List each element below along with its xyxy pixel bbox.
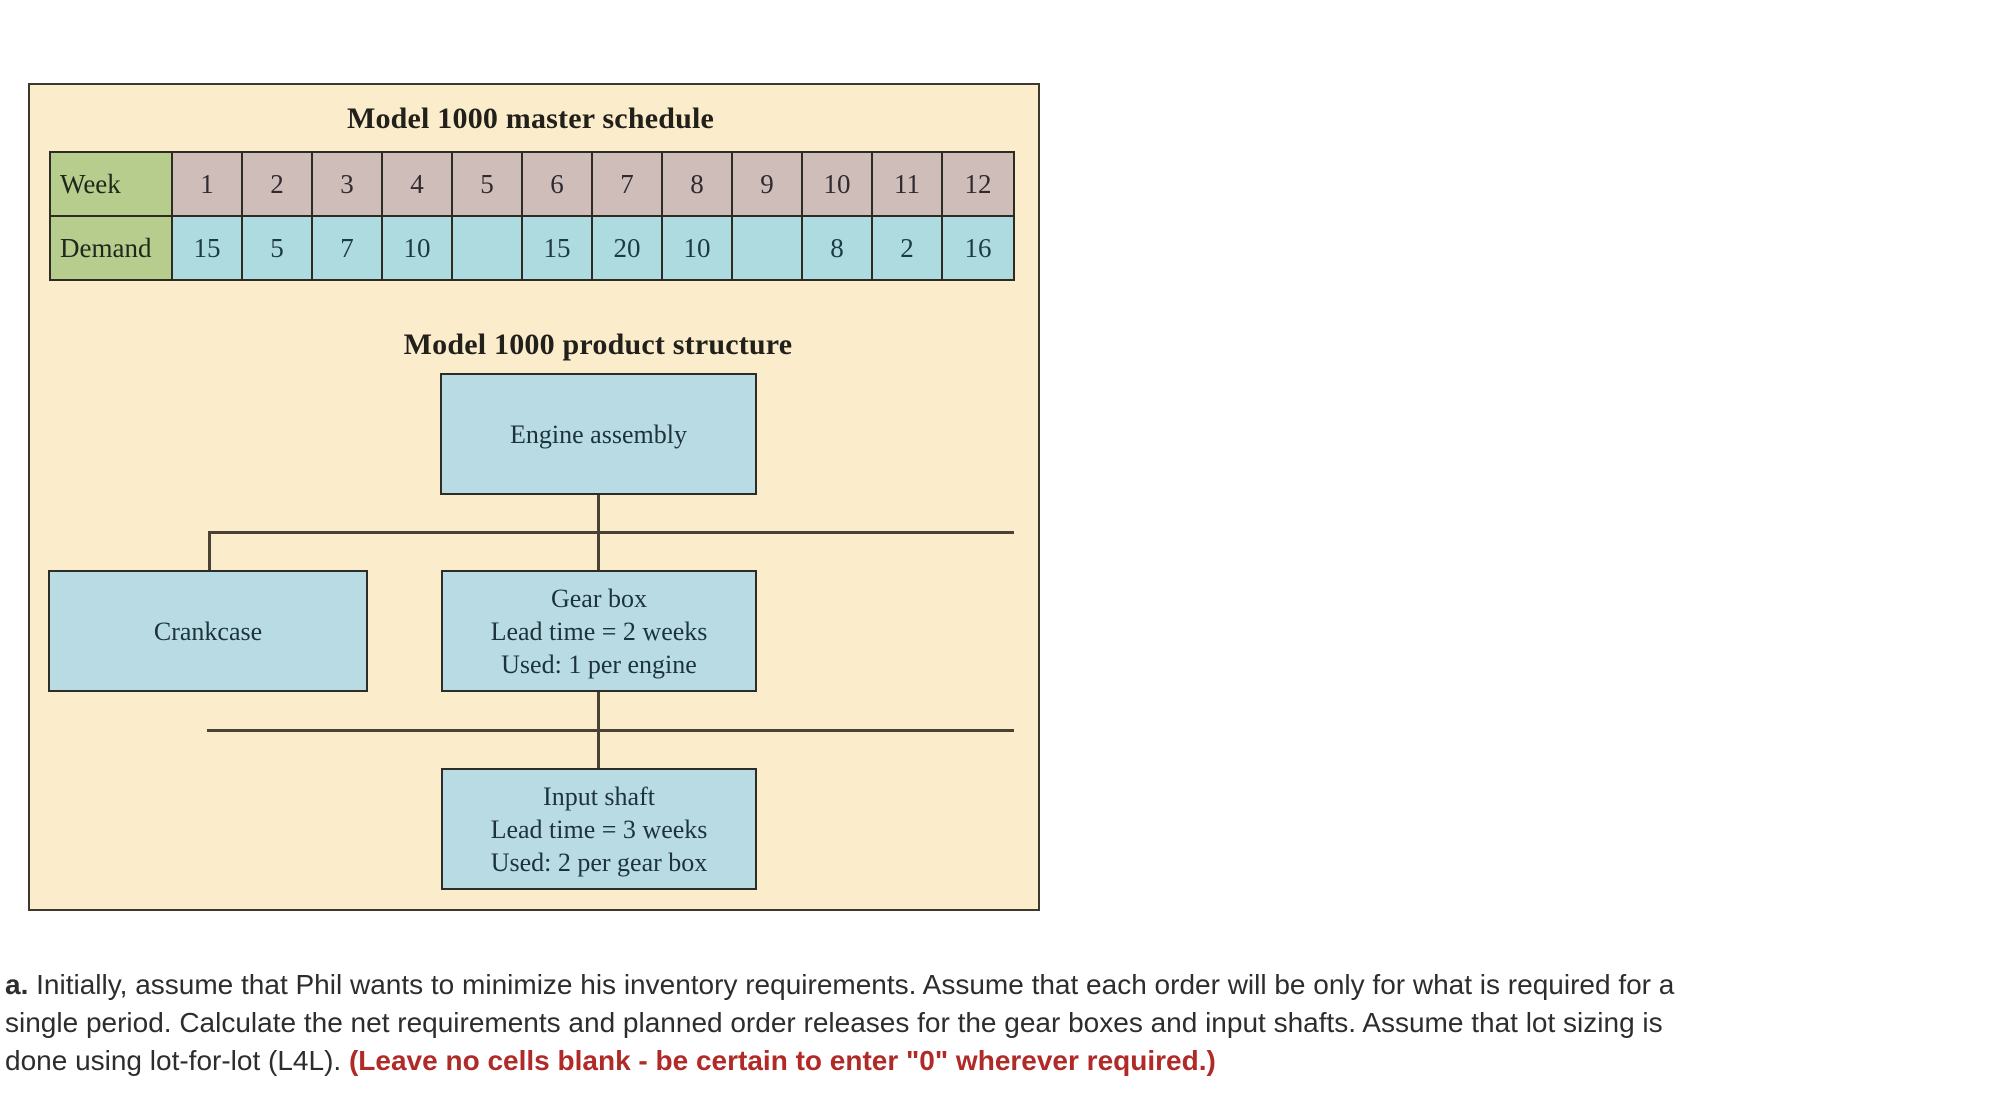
node-input-shaft: Input shaft Lead time = 3 weeks Used: 2 … [441, 768, 757, 890]
week-cell: 12 [943, 153, 1013, 217]
demand-cell: 2 [873, 217, 943, 279]
demand-cell: 8 [803, 217, 873, 279]
node-engine-assembly: Engine assembly [440, 373, 757, 495]
week-cell: 6 [523, 153, 593, 217]
demand-cell: 20 [593, 217, 663, 279]
question-emphasis: (Leave no cells blank - be certain to en… [348, 1045, 1216, 1076]
demand-cell [453, 217, 523, 279]
node-label: Input shaft [543, 781, 655, 811]
demand-cell: 10 [663, 217, 733, 279]
week-cell: 7 [593, 153, 663, 217]
node-gear-box: Gear box Lead time = 2 weeks Used: 1 per… [441, 570, 757, 692]
node-lead-time: Lead time = 2 weeks [490, 616, 708, 646]
node-label: Engine assembly [510, 419, 687, 449]
demand-cell: 7 [313, 217, 383, 279]
figure-panel: Model 1000 master schedule Week 1 2 3 4 … [28, 83, 1040, 911]
connector-level1-horizontal [208, 531, 1014, 534]
connector-level2-horizontal [207, 729, 1014, 732]
node-usage: Used: 1 per engine [501, 649, 697, 679]
week-cell: 1 [173, 153, 243, 217]
node-lead-time: Lead time = 3 weeks [490, 814, 708, 844]
connector-crankcase-stub [208, 531, 211, 572]
question-part-label: a. [5, 969, 29, 1000]
demand-cell [733, 217, 803, 279]
question-line-1-text: Initially, assume that Phil wants to min… [28, 969, 1675, 1000]
node-crankcase: Crankcase [48, 570, 368, 692]
product-structure-title: Model 1000 product structure [403, 328, 793, 361]
demand-cell: 15 [173, 217, 243, 279]
week-cell: 9 [733, 153, 803, 217]
question-line-3-text: done using lot-for-lot (L4L). [5, 1045, 349, 1076]
master-schedule-title: Model 1000 master schedule [346, 102, 715, 135]
week-row-label: Week [51, 153, 173, 217]
week-cell: 4 [383, 153, 453, 217]
week-row: Week 1 2 3 4 5 6 7 8 9 10 11 12 [51, 153, 1013, 217]
week-cell: 3 [313, 153, 383, 217]
week-cell: 8 [663, 153, 733, 217]
question-line-1: a. Initially, assume that Phil wants to … [5, 966, 1990, 1004]
question-text: a. Initially, assume that Phil wants to … [5, 966, 1990, 1080]
week-cell: 11 [873, 153, 943, 217]
node-label: Crankcase [153, 616, 263, 646]
week-cell: 5 [453, 153, 523, 217]
demand-cell: 15 [523, 217, 593, 279]
node-label: Gear box [550, 583, 647, 613]
demand-cell: 5 [243, 217, 313, 279]
demand-row-label: Demand [51, 217, 173, 279]
demand-cell: 16 [943, 217, 1013, 279]
demand-cell: 10 [383, 217, 453, 279]
node-usage: Used: 2 per gear box [490, 847, 708, 877]
demand-row: Demand 15 5 7 10 15 20 10 8 2 16 [51, 217, 1013, 279]
master-schedule-table: Week 1 2 3 4 5 6 7 8 9 10 11 12 Demand 1… [49, 151, 1015, 281]
question-line-2: single period. Calculate the net require… [5, 1007, 1663, 1038]
week-cell: 2 [243, 153, 313, 217]
question-line-3: done using lot-for-lot (L4L). (Leave no … [5, 1042, 1990, 1080]
week-cell: 10 [803, 153, 873, 217]
